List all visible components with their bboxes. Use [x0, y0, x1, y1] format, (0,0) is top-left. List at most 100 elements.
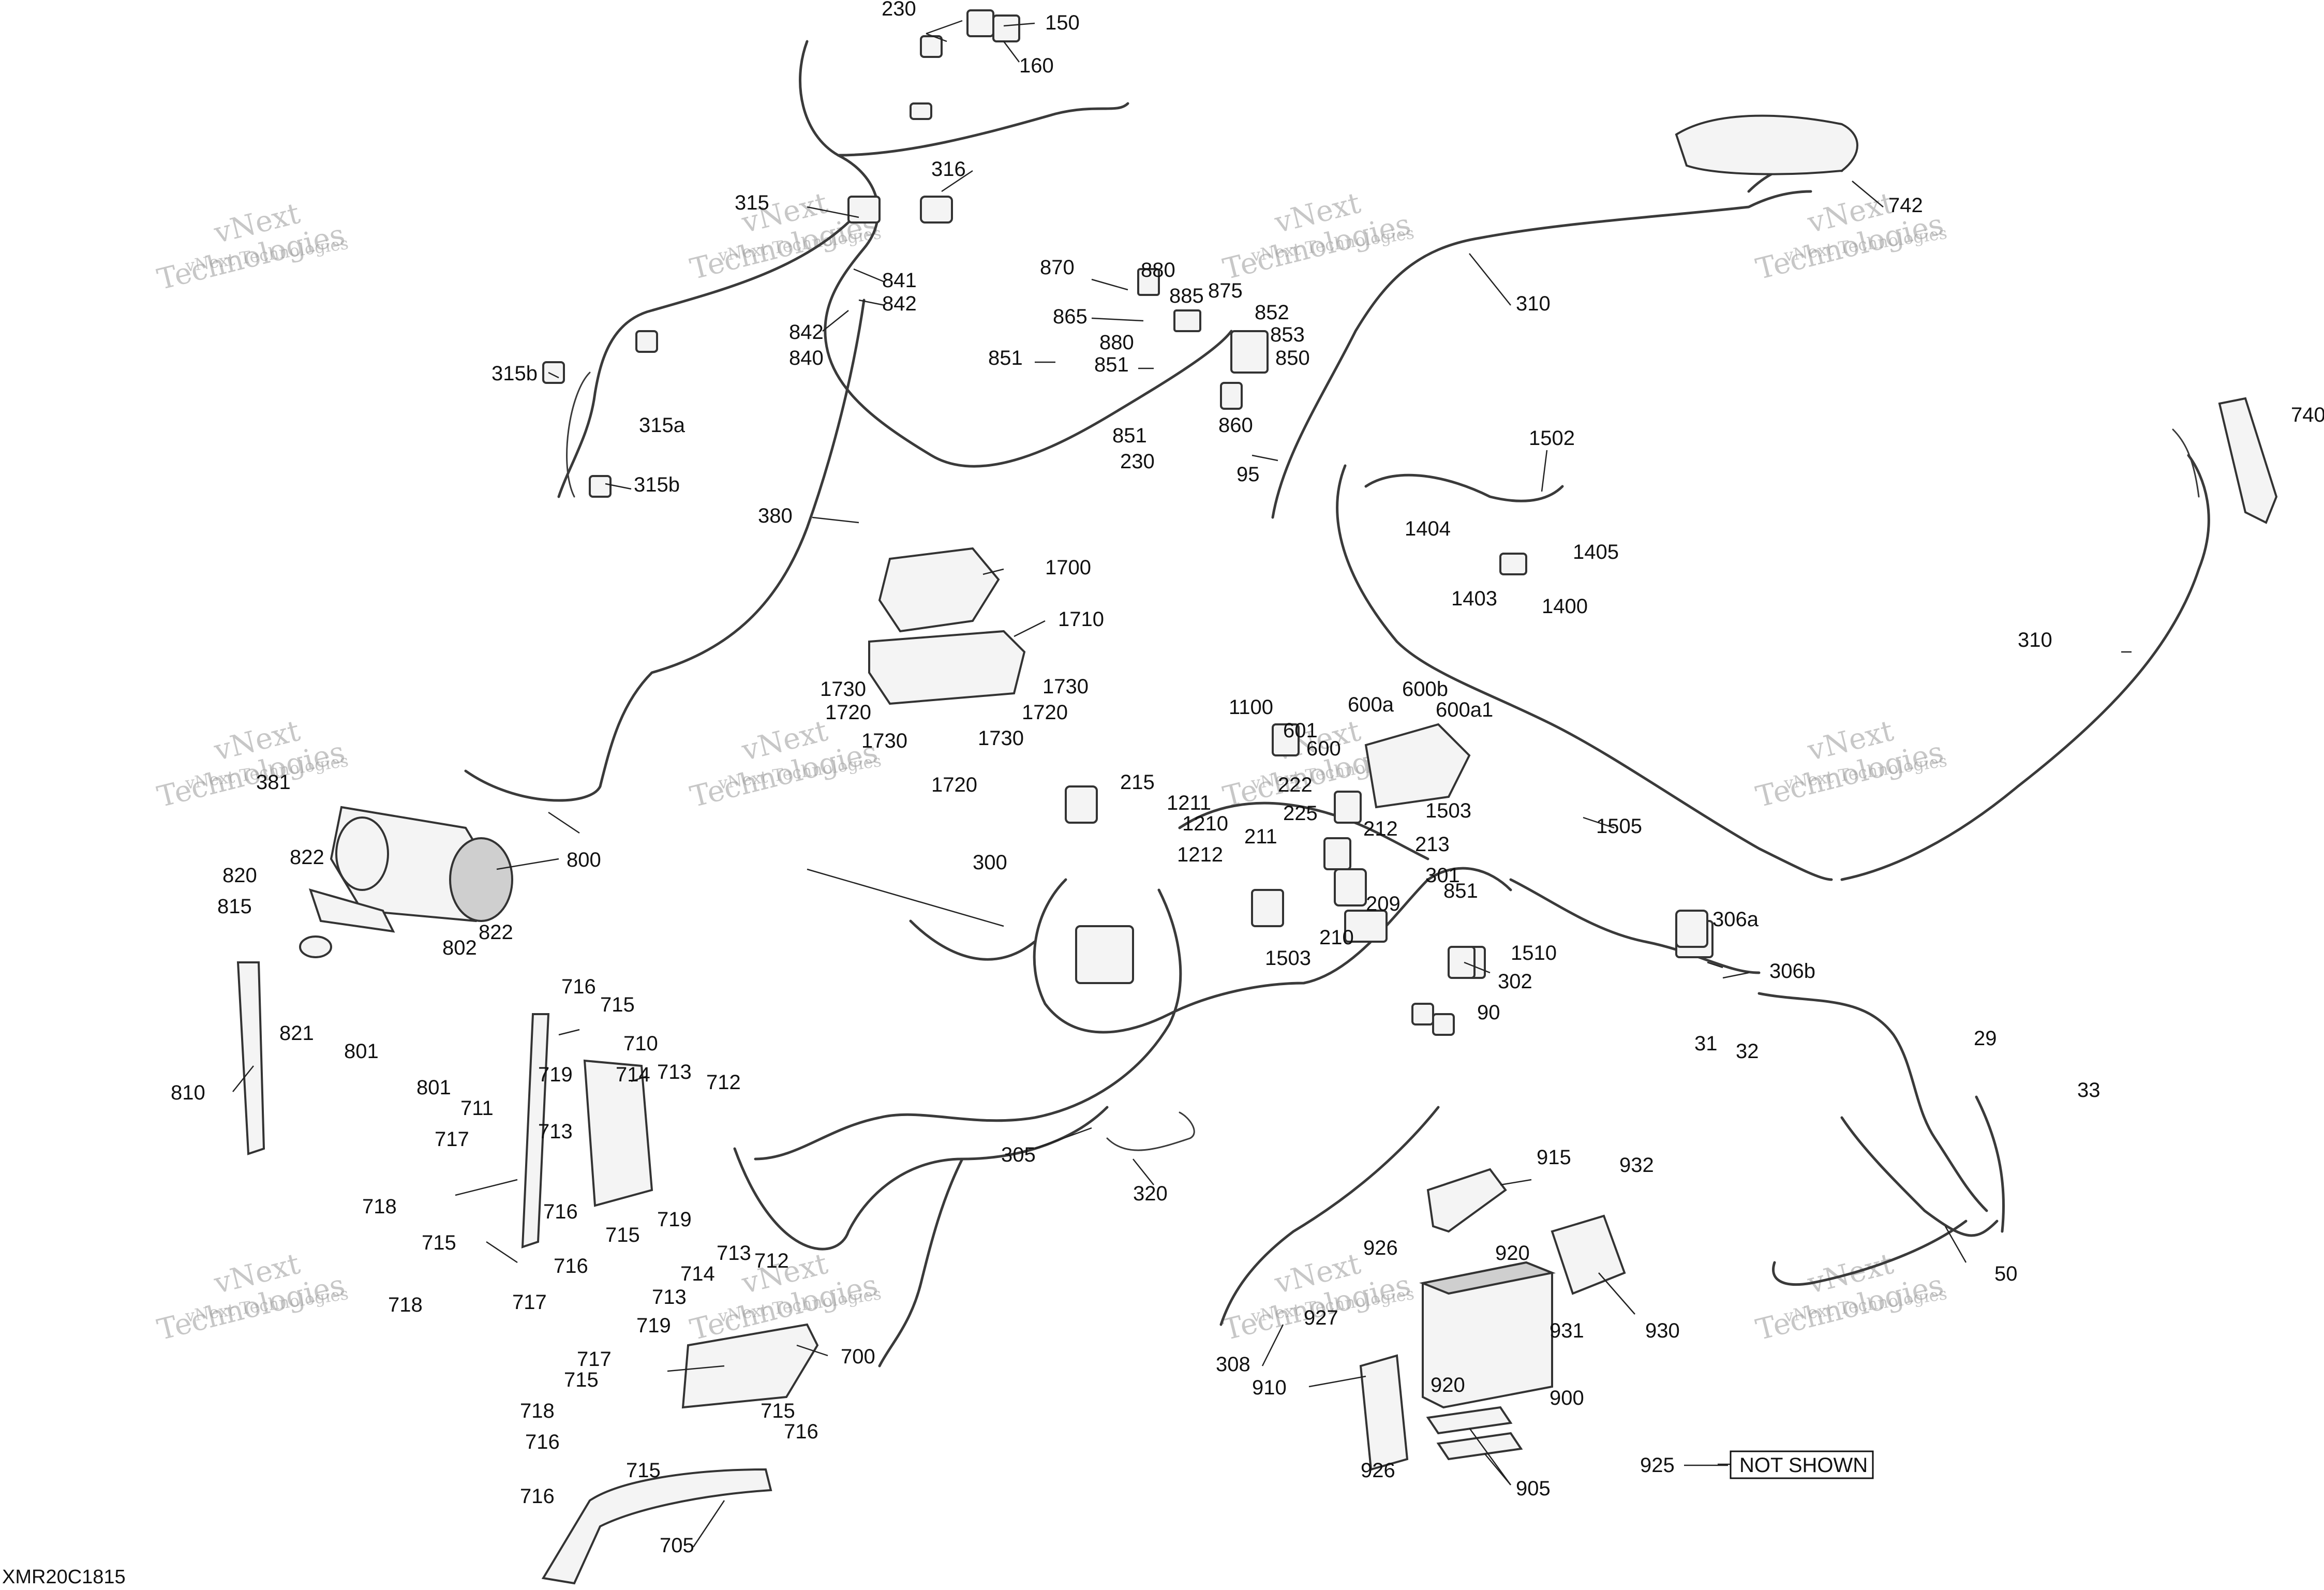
watermark-12: vNext Technologies vNext Technologies [1753, 1247, 1948, 1347]
diagram-id: XMR20C1815 [2, 1566, 126, 1588]
callout-717a: 717 [435, 1128, 469, 1151]
light-700 [681, 1323, 819, 1409]
callout-719a: 719 [538, 1063, 573, 1086]
callout-1212: 1212 [1177, 843, 1223, 866]
callout-713d: 713 [652, 1286, 687, 1309]
callout-1100: 1100 [1229, 696, 1273, 719]
callout-718a: 718 [362, 1195, 397, 1218]
callout-851d: 851 [1443, 880, 1478, 902]
not-shown-label: NOT SHOWN [1739, 1454, 1868, 1477]
callout-1720c: 1720 [931, 774, 977, 796]
connector-230 [920, 35, 943, 58]
watermark-6: vNext Technologies vNext Technologies [687, 714, 883, 814]
callout-310b: 310 [2018, 629, 2052, 651]
callout-716c: 716 [554, 1255, 588, 1277]
callout-915: 915 [1537, 1146, 1571, 1169]
callout-1211: 1211 [1167, 792, 1211, 814]
callout-150: 150 [1045, 11, 1080, 34]
bracket-915 [1426, 1168, 1507, 1233]
callout-212: 212 [1363, 818, 1398, 840]
callout-870: 870 [1040, 256, 1075, 279]
trim-711 [521, 1013, 550, 1249]
callout-1510: 1510 [1511, 942, 1557, 964]
regulator-930 [1551, 1214, 1626, 1295]
winch-800 [330, 806, 513, 923]
callout-1503b: 1503 [1265, 947, 1311, 970]
callout-308: 308 [1216, 1353, 1250, 1376]
callout-315: 315 [735, 191, 769, 214]
callout-714b: 714 [680, 1262, 715, 1285]
pad-905a [1426, 1406, 1513, 1435]
callout-222: 222 [1278, 774, 1313, 796]
callout-853: 853 [1270, 323, 1305, 346]
callout-1720b: 1720 [1022, 701, 1068, 724]
callout-712a: 712 [706, 1071, 741, 1094]
callout-718b: 718 [388, 1294, 423, 1316]
callout-33: 33 [2077, 1079, 2100, 1102]
trim-705 [541, 1468, 772, 1585]
callout-802: 802 [442, 937, 477, 959]
leader-lines [232, 20, 2132, 1548]
pad-905b [1436, 1432, 1523, 1461]
callout-920a: 920 [1495, 1242, 1530, 1265]
callout-910: 910 [1252, 1376, 1287, 1399]
components [236, 9, 2278, 1585]
watermark-9: vNext Technologies vNext Technologies [154, 1247, 350, 1347]
callout-320: 320 [1133, 1182, 1168, 1205]
bracket-1710 [868, 630, 1026, 705]
light-742 [1675, 114, 1858, 175]
callout-905: 905 [1516, 1477, 1551, 1500]
callout-600b: 600b [1402, 678, 1448, 701]
light-710 [583, 1059, 653, 1207]
callout-850: 850 [1275, 347, 1310, 369]
light-740 [2218, 397, 2278, 524]
callout-715f: 715 [626, 1459, 661, 1482]
holder-910 [1359, 1354, 1409, 1471]
callout-718c: 718 [520, 1400, 555, 1422]
callout-316: 316 [931, 158, 966, 181]
callout-90: 90 [1477, 1001, 1500, 1024]
callout-875: 875 [1208, 279, 1243, 302]
callout-821: 821 [279, 1022, 314, 1045]
connector-316 [920, 196, 953, 224]
callout-1502: 1502 [1529, 427, 1575, 450]
callout-925: 925 [1640, 1454, 1675, 1477]
callout-920b: 920 [1431, 1374, 1465, 1396]
callout-1710: 1710 [1058, 608, 1104, 631]
connector-160 [992, 14, 1020, 42]
callout-711: 711 [460, 1097, 494, 1120]
callout-230b: 230 [1120, 450, 1155, 473]
callout-852: 852 [1255, 301, 1289, 324]
callout-710: 710 [623, 1032, 658, 1055]
callout-600a: 600a [1348, 693, 1394, 716]
callout-315b-bot: 315b [634, 473, 680, 496]
callout-926b: 926 [1361, 1459, 1395, 1482]
callout-842b: 842 [882, 292, 917, 315]
callout-1403: 1403 [1451, 587, 1497, 610]
callout-715b: 715 [605, 1224, 640, 1246]
callout-315b-top: 315b [491, 362, 538, 385]
callout-742: 742 [1888, 194, 1923, 217]
callout-210: 210 [1319, 926, 1354, 949]
callout-801a: 801 [344, 1040, 379, 1063]
callout-29: 29 [1974, 1027, 1997, 1050]
callout-713a: 713 [657, 1061, 692, 1083]
callout-800: 800 [567, 849, 601, 871]
watermark-3: vNext Technologies vNext Technologies [1220, 186, 1416, 287]
watermark-1: vNext Technologies vNext Technologies [154, 197, 350, 297]
bracket-810 [236, 961, 265, 1155]
callout-1210: 1210 [1182, 812, 1228, 835]
callout-209: 209 [1366, 893, 1401, 915]
callout-842a: 842 [789, 321, 824, 344]
callout-717c: 717 [577, 1348, 612, 1371]
relay-850 [1230, 330, 1269, 374]
callout-851b: 851 [988, 347, 1023, 369]
callout-310a: 310 [1516, 292, 1551, 315]
callout-712b: 712 [754, 1250, 789, 1272]
callout-926a: 926 [1363, 1237, 1398, 1259]
callout-716b: 716 [543, 1200, 578, 1223]
callout-715c: 715 [422, 1231, 456, 1254]
callout-810: 810 [171, 1081, 205, 1104]
callout-50: 50 [1994, 1262, 2018, 1285]
callout-160: 160 [1019, 54, 1054, 77]
